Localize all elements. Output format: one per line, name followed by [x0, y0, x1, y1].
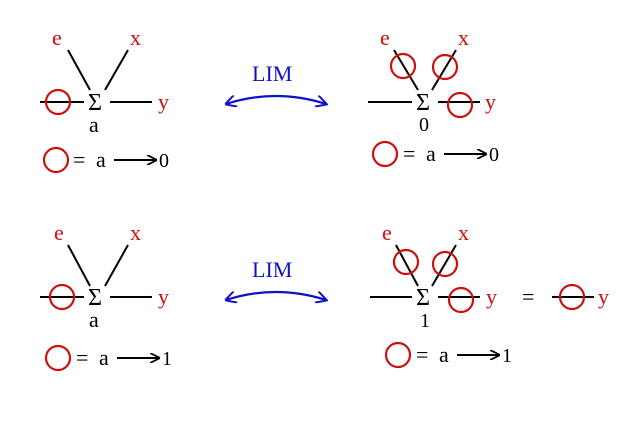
sigma-symbol: Σ [88, 90, 102, 116]
boundary-circle-x [431, 250, 459, 278]
leg-label-e: e [380, 25, 390, 50]
leg-label-e: e [382, 220, 392, 245]
rule-equals: = [403, 141, 415, 166]
sigma-symbol: Σ [416, 285, 430, 311]
rule-target: 0 [489, 144, 499, 166]
panel-top-right: e x Σ y 0 = a 0 [368, 25, 499, 168]
rule-target: 1 [162, 348, 172, 370]
sigma-subscript: 0 [419, 114, 429, 136]
rule-target: 0 [159, 150, 169, 172]
equiv-label-y: y [598, 284, 609, 309]
out-label-y: y [486, 284, 497, 309]
out-label-y: y [485, 89, 496, 114]
lim-arrow-top: LIM [226, 61, 326, 104]
double-arrow [226, 292, 326, 300]
rule-circle [42, 146, 70, 174]
rule-a: a [426, 141, 436, 166]
leg-label-x: x [458, 25, 469, 50]
rule-equals: = [416, 342, 428, 367]
sigma-symbol: Σ [416, 90, 430, 116]
leg-line-e [67, 244, 91, 287]
leg-line-x [104, 49, 129, 91]
leg-line-x [104, 244, 129, 287]
boundary-circle-y [447, 286, 475, 314]
sigma-subscript: a [89, 307, 99, 332]
panel-top-left: e x Σ y a = a 0 [40, 25, 169, 174]
boundary-circle-x [431, 53, 459, 81]
boundary-circle-y [446, 91, 474, 119]
boundary-circle-e [389, 52, 417, 80]
rule-equals: = [73, 147, 85, 172]
sigma-subscript: 1 [420, 310, 430, 332]
leg-label-x: x [458, 220, 469, 245]
leg-label-e: e [52, 25, 62, 50]
lim-label: LIM [252, 257, 292, 282]
rule-a: a [439, 342, 449, 367]
leg-label-x: x [130, 220, 141, 245]
equiv-equals: = [522, 284, 534, 309]
boundary-circle [48, 283, 76, 311]
leg-line-x [431, 244, 457, 287]
rule-circle [371, 140, 399, 168]
rule-a: a [99, 345, 109, 370]
rule-a: a [96, 147, 106, 172]
out-label-y: y [158, 89, 169, 114]
sigma-symbol: Σ [88, 285, 102, 311]
rule-target: 1 [502, 345, 512, 367]
boundary-circle [44, 88, 72, 116]
rule-circle [44, 344, 72, 372]
double-arrow [226, 96, 326, 104]
sigma-subscript: a [89, 112, 99, 137]
lim-arrow-bottom: LIM [226, 257, 326, 300]
panel-bottom-right: e x Σ y 1 = y = a 1 [370, 220, 609, 369]
out-label-y: y [158, 284, 169, 309]
rule-circle [384, 341, 412, 369]
leg-label-x: x [130, 25, 141, 50]
leg-label-e: e [54, 220, 64, 245]
equiv-circle [558, 283, 586, 311]
lim-label: LIM [252, 61, 292, 86]
rule-equals: = [76, 345, 88, 370]
boundary-circle-e [392, 248, 420, 276]
leg-line-e [393, 49, 419, 91]
leg-line-e [67, 49, 91, 91]
panel-bottom-left: e x Σ y a = a 1 [40, 220, 172, 372]
